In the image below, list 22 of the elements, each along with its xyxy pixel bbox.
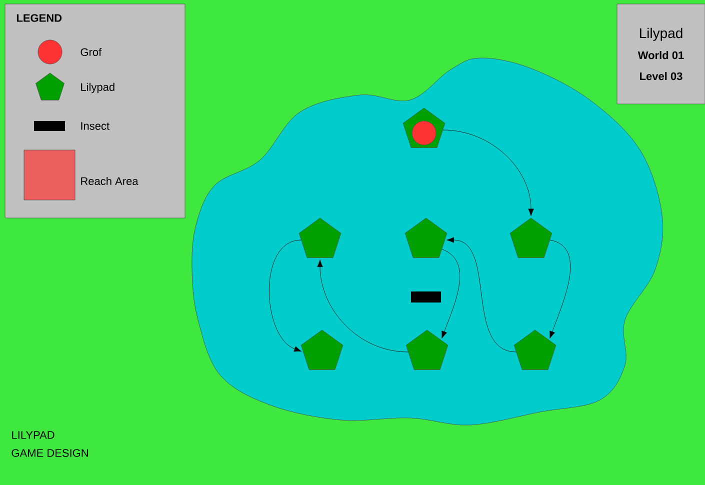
lilypad: [514, 330, 556, 370]
insect-marker: [411, 292, 441, 302]
lilypad: [298, 218, 342, 258]
legend-label: Reach Area: [81, 176, 138, 186]
lilypad: [406, 330, 448, 370]
credit-text: LILYPAD: [12, 431, 54, 439]
lilypad: [510, 218, 552, 258]
level-info-box: Lilypad World 01 Level 03: [616, 4, 705, 104]
legend-title: LEGEND: [16, 14, 62, 22]
arrow: [550, 240, 571, 339]
legend-label: Lilypad: [81, 82, 114, 94]
lilypad: [404, 218, 448, 258]
frog-marker: [412, 120, 436, 146]
credit-text: GAME DESIGN: [12, 449, 88, 457]
lilypad: [300, 330, 344, 370]
arrow: [446, 237, 516, 352]
arrow: [442, 130, 534, 216]
arrow: [442, 249, 460, 339]
arrow: [268, 240, 302, 352]
legend-label: Insect: [81, 122, 110, 130]
arrow: [317, 260, 408, 352]
legend-label: Grof: [80, 48, 102, 56]
